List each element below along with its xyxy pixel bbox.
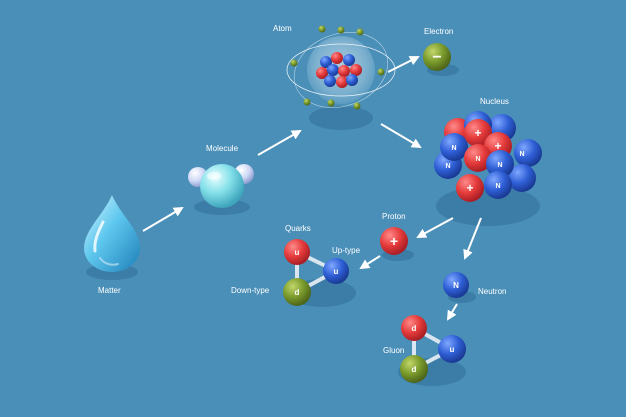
arrow-nucleus-to-proton bbox=[416, 217, 454, 238]
up-type-label: Up-type bbox=[332, 246, 361, 255]
neutron-quarks-icon: d u d bbox=[400, 315, 466, 383]
arrow-proton-to-quarks bbox=[359, 255, 381, 270]
quarks-label: Quarks bbox=[285, 224, 311, 233]
proton-sign: + bbox=[390, 233, 398, 249]
neutron-letter: N bbox=[497, 162, 502, 169]
electron-orbit bbox=[293, 32, 389, 108]
electron-label: Electron bbox=[424, 27, 454, 36]
neutron-label: Neutron bbox=[478, 287, 507, 296]
down-type-label: Down-type bbox=[231, 286, 270, 295]
flow-arrows bbox=[142, 56, 482, 321]
neutron-letter: N bbox=[519, 151, 524, 158]
neutron-letter: N bbox=[495, 183, 500, 190]
proton-quarks-icon: u u d bbox=[283, 239, 349, 306]
proton-sign: + bbox=[466, 181, 473, 195]
quark-letter: u bbox=[295, 248, 300, 257]
nucleus-icon: + + + N N N N N N bbox=[434, 111, 542, 202]
atom-electrons bbox=[290, 25, 385, 110]
gluon-label: Gluon bbox=[383, 346, 405, 355]
atom-label: Atom bbox=[273, 24, 292, 33]
electron-sign: − bbox=[432, 49, 441, 66]
proton-icon: + bbox=[380, 227, 408, 255]
atom-nucleus bbox=[316, 52, 362, 88]
arrow-atom-to-nucleus bbox=[380, 123, 422, 149]
proton-label: Proton bbox=[382, 212, 406, 221]
neutron-icon: N bbox=[443, 272, 469, 298]
arrow-molecule-to-atom bbox=[257, 130, 302, 156]
neutron-letter: N bbox=[451, 145, 456, 152]
arrow-neutron-to-quarks bbox=[446, 303, 458, 321]
proton-sign: + bbox=[474, 126, 481, 140]
matter-label: Matter bbox=[98, 286, 121, 295]
quark-letter: d bbox=[412, 365, 417, 374]
quark-letter: d bbox=[295, 288, 300, 297]
quark-letter: u bbox=[334, 267, 339, 276]
neutron-letter: N bbox=[475, 156, 480, 163]
quark-letter: d bbox=[412, 324, 417, 333]
electron-orbit bbox=[286, 43, 396, 97]
molecule-icon bbox=[188, 164, 254, 208]
arrow-nucleus-to-neutron bbox=[463, 217, 482, 260]
arrow-atom-to-electron bbox=[387, 56, 420, 73]
proton-sign: + bbox=[494, 139, 501, 153]
neutron-letter: N bbox=[445, 163, 450, 170]
quark-letter: u bbox=[450, 345, 455, 354]
neutron-letter: N bbox=[453, 281, 459, 290]
arrow-matter-to-molecule bbox=[142, 206, 184, 232]
molecule-label: Molecule bbox=[206, 144, 239, 153]
nucleus-label: Nucleus bbox=[480, 97, 509, 106]
electron-icon: − bbox=[423, 43, 451, 71]
water-drop-icon bbox=[84, 195, 140, 272]
atom-icon bbox=[286, 25, 396, 110]
